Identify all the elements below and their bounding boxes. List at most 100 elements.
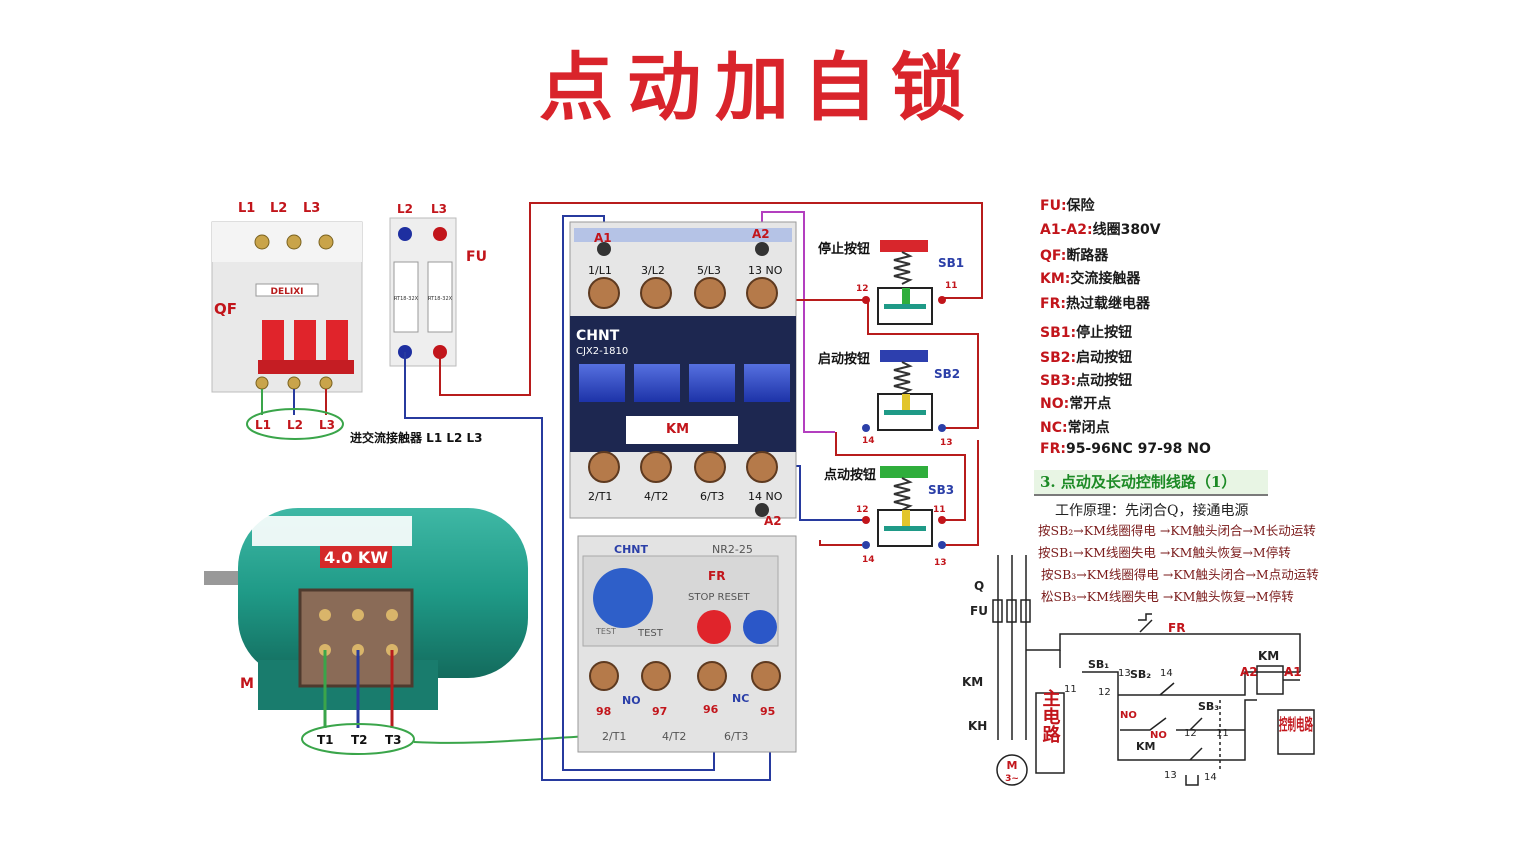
contactor-label: KM bbox=[666, 422, 689, 437]
schematic-label: 14 bbox=[1160, 668, 1173, 679]
relay-test: TEST bbox=[637, 628, 664, 639]
legend-entry: FR:95-96NC 97-98 NO bbox=[1040, 441, 1211, 457]
relay-no-label: NO bbox=[622, 694, 641, 707]
schematic-label: KM bbox=[962, 675, 983, 689]
schematic-label: 14 bbox=[1204, 772, 1217, 783]
legend-text: 热过载继电器 bbox=[1065, 296, 1150, 312]
button-contact: 12 bbox=[856, 505, 869, 515]
fuse-model: RT18-32X bbox=[394, 296, 419, 302]
schematic-label: 12 bbox=[1098, 687, 1111, 698]
legend-separator: : bbox=[1060, 296, 1066, 312]
button-id: SB3 bbox=[928, 483, 954, 497]
button-name: 点动按钮 bbox=[824, 467, 876, 483]
operation-line: 松SB₃→KM线圈失电 →KM触头恢复→M停转 bbox=[1041, 589, 1294, 604]
relay-label: FR bbox=[708, 569, 725, 583]
schematic-label: 13 bbox=[1164, 770, 1177, 781]
motor-symbol-label: 3~ bbox=[1005, 774, 1019, 784]
legend-text: 断路器 bbox=[1066, 248, 1109, 264]
relay-terminal: 97 bbox=[652, 705, 667, 718]
schematic-label: KH bbox=[968, 719, 987, 733]
breaker-phase-label: L3 bbox=[303, 201, 320, 216]
relay-bottom-terminal: 2/T1 bbox=[602, 730, 626, 743]
circuit-breaker: DELIXI bbox=[211, 221, 363, 393]
relay-model: NR2-25 bbox=[712, 543, 753, 556]
button-name: 启动按钮 bbox=[818, 351, 870, 367]
schematic-label: SB₂ bbox=[1130, 668, 1151, 681]
contactor-bottom-terminal: 6/T3 bbox=[700, 490, 724, 503]
fuse-model: RT18-32X bbox=[428, 296, 453, 302]
contactor-top-terminal: 1/L1 bbox=[588, 264, 612, 277]
legend-separator: : bbox=[1060, 248, 1067, 264]
legend-text: 线圈380V bbox=[1092, 222, 1161, 238]
schematic-label: 11 bbox=[1064, 684, 1077, 695]
legend-key: SB1 bbox=[1040, 325, 1071, 341]
button-contact: 12 bbox=[856, 284, 869, 294]
breaker-out-label: L1 bbox=[255, 418, 271, 432]
contactor bbox=[569, 221, 797, 519]
button-id: SB2 bbox=[934, 367, 960, 381]
fuse-block: RT18-32X RT18-32X bbox=[389, 217, 457, 367]
legend-key: SB3 bbox=[1040, 373, 1071, 389]
page-title: 点动加自锁 bbox=[539, 45, 979, 131]
stop-button-sb1 bbox=[862, 240, 946, 325]
contactor-bottom-terminal: 4/T2 bbox=[644, 490, 668, 503]
schematic-label: A2 bbox=[1240, 665, 1258, 679]
motor-label: M bbox=[240, 676, 254, 692]
legend-key: FR bbox=[1040, 441, 1061, 457]
schematic-label: NO bbox=[1150, 730, 1167, 741]
operation-line: 按SB₂→KM线圈得电 →KM触头闭合→M长动运转 bbox=[1038, 523, 1316, 538]
start-button-sb2 bbox=[862, 350, 946, 432]
control-circuit-label: 控制电路 bbox=[1279, 715, 1314, 734]
legend-entry: FU:保险 bbox=[1040, 195, 1095, 215]
motor-terminal-label: T1 bbox=[317, 733, 334, 747]
button-name: 停止按钮 bbox=[818, 241, 870, 257]
relay-buttons: STOP RESET bbox=[688, 592, 750, 603]
breaker-out-label: L3 bbox=[319, 418, 335, 432]
relay-bottom-terminal: 4/T2 bbox=[662, 730, 686, 743]
legend-entry: SB3:点动按钮 bbox=[1040, 370, 1132, 390]
fuse-phase-label: L2 bbox=[397, 202, 413, 216]
legend-entry: SB2:启动按钮 bbox=[1040, 347, 1132, 367]
legend-text: 交流接触器 bbox=[1070, 271, 1141, 287]
breaker-brand: DELIXI bbox=[271, 287, 304, 297]
contactor-bottom-terminal: 2/T1 bbox=[588, 490, 612, 503]
relay-bottom-terminal: 6/T3 bbox=[724, 730, 748, 743]
schematic-label: FR bbox=[1168, 621, 1185, 635]
relay-brand: CHNT bbox=[614, 543, 648, 556]
schematic-label: 13 bbox=[1118, 668, 1131, 679]
legend-key: NO bbox=[1040, 396, 1064, 412]
legend-separator: : bbox=[1060, 198, 1067, 214]
schematic-label: FU bbox=[970, 604, 988, 618]
schematic-label: A1 bbox=[1284, 665, 1302, 679]
schematic-label: SB₁ bbox=[1088, 658, 1109, 671]
motor-terminal-label: T3 bbox=[385, 733, 402, 747]
breaker-phase-label: L2 bbox=[270, 201, 287, 216]
legend-separator: : bbox=[1063, 396, 1070, 412]
operation-line: 按SB₃→KM线圈得电 →KM触头闭合→M点动运转 bbox=[1041, 567, 1319, 582]
coil-terminal-a1: A1 bbox=[594, 231, 612, 245]
legend-entry: KM:交流接触器 bbox=[1040, 268, 1140, 288]
legend-separator: : bbox=[1060, 441, 1066, 457]
breaker-label: QF bbox=[214, 300, 237, 318]
legend-separator: : bbox=[1086, 222, 1093, 238]
legend-key: FU bbox=[1040, 198, 1061, 214]
breaker-phase-label: L1 bbox=[238, 201, 255, 216]
working-principle: 工作原理：先闭合Q，接通电源 bbox=[1055, 503, 1249, 519]
legend-text: 保险 bbox=[1066, 198, 1095, 214]
legend-entry: NO:常开点 bbox=[1040, 393, 1111, 413]
relay-test: TEST bbox=[595, 627, 616, 636]
button-contact: 11 bbox=[945, 281, 958, 291]
contactor-bottom-terminal: 14 NO bbox=[748, 490, 783, 503]
legend-key: SB2 bbox=[1040, 350, 1071, 366]
legend-entry: A1-A2:线圈380V bbox=[1040, 219, 1161, 239]
schematic-label: Q bbox=[974, 579, 984, 593]
legend-key: QF bbox=[1040, 248, 1061, 264]
legend-key: FR bbox=[1040, 296, 1061, 312]
breaker-note: 进交流接触器 L1 L2 L3 bbox=[350, 430, 483, 445]
operation-line: 按SB₁→KM线圈失电 →KM触头恢复→M停转 bbox=[1038, 545, 1291, 560]
button-contact: 13 bbox=[934, 558, 947, 568]
legend-text: 启动按钮 bbox=[1076, 350, 1133, 366]
thermal-relay bbox=[577, 535, 797, 753]
